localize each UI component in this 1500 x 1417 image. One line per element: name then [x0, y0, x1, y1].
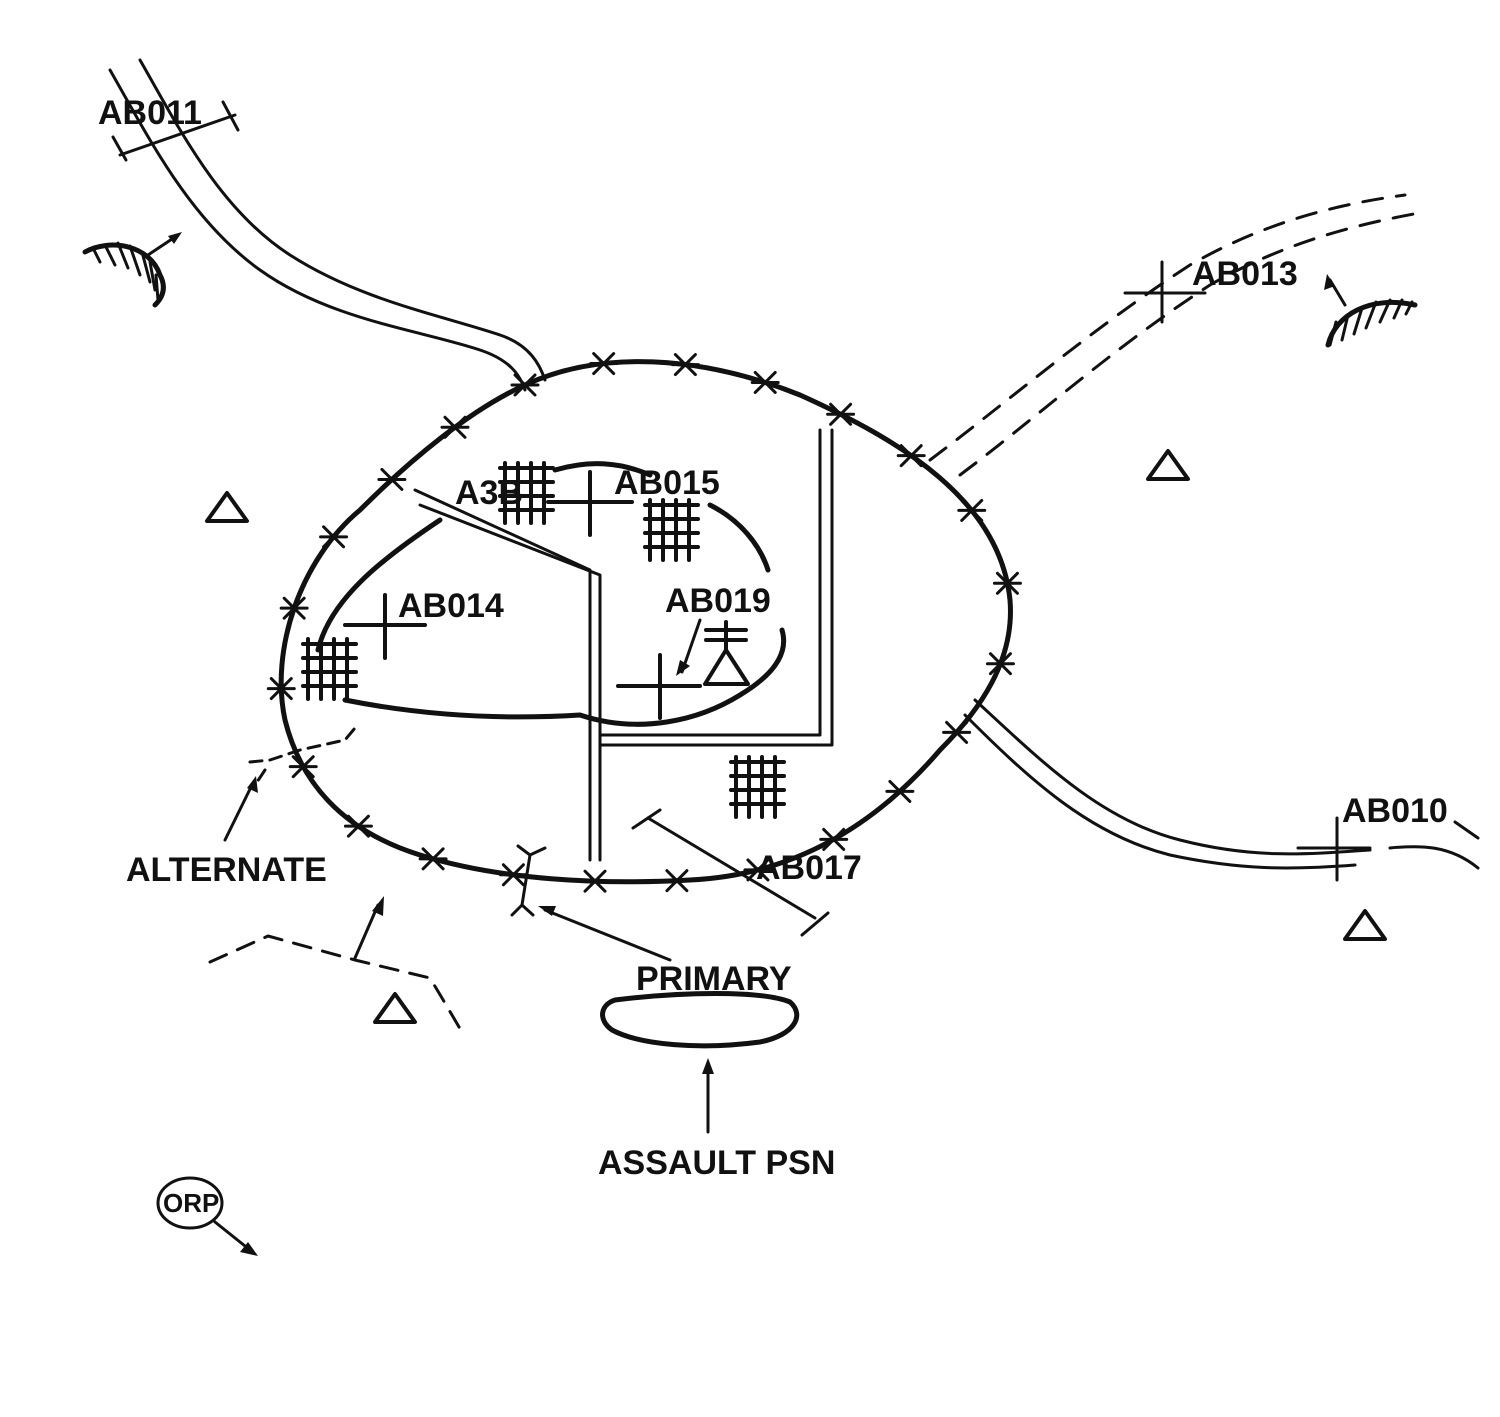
wire-barb-icon	[343, 814, 373, 838]
checkpoint-ab014	[343, 593, 427, 660]
wire-barb-icon	[662, 869, 692, 893]
wire-barb-icon	[819, 827, 849, 851]
observation-post-icon	[1146, 449, 1190, 481]
building-icon	[301, 637, 358, 701]
observation-post-icon	[205, 491, 249, 523]
label-ab014: AB014	[398, 587, 504, 625]
wire-barb-icon	[743, 858, 773, 882]
wire-barb-icon	[992, 571, 1022, 595]
building-icon	[643, 498, 700, 562]
label-ab019: AB019	[665, 582, 771, 620]
wire-barb-icon	[377, 467, 407, 491]
inner-trail	[315, 461, 787, 727]
antenna-icon	[703, 620, 750, 686]
wire-barb-icon	[985, 652, 1015, 676]
label-ab017: AB017	[756, 849, 862, 887]
wire-barb-icon	[498, 863, 528, 887]
checkpoint-ab015	[546, 470, 634, 537]
line-ab017	[631, 808, 830, 937]
buildings	[301, 461, 786, 819]
alternate-arrow	[223, 783, 254, 842]
wire-barb-icon	[319, 525, 349, 549]
trail-southwest	[208, 896, 464, 1034]
road-ab010	[963, 698, 1480, 882]
label-primary: PRIMARY	[636, 960, 792, 998]
wire-barb-icon	[826, 402, 856, 426]
ab019-arrowhead	[676, 660, 690, 676]
checkpoint-ab011-bar	[118, 113, 237, 157]
label-ab011: AB011	[98, 94, 202, 132]
enemy-position-west	[82, 232, 182, 308]
wire-barb-icon	[885, 779, 915, 803]
wire-barb-icon	[589, 352, 619, 376]
wire-barb-icon	[510, 373, 540, 397]
checkpoint-ab019	[616, 653, 702, 720]
enemy-position-east	[1324, 274, 1418, 348]
wire-barb-icon	[670, 353, 700, 377]
primary-breach-icon	[510, 844, 547, 917]
label-ab010: AB010	[1342, 792, 1448, 830]
road-ab011	[108, 58, 547, 392]
orp-marker	[156, 1176, 258, 1256]
observation-posts	[205, 449, 1387, 1024]
wire-perimeter	[278, 359, 1013, 885]
building-icon	[729, 755, 786, 819]
alternate-breach-icon	[248, 726, 357, 787]
label-alternate: ALTERNATE	[126, 851, 327, 889]
wire-barb-icon	[418, 847, 448, 871]
label-ab013: AB013	[1192, 255, 1298, 293]
label-ab015: AB015	[614, 464, 720, 502]
wire-barb-icon	[942, 720, 972, 744]
trail-ab013	[928, 193, 1427, 477]
assault-position	[600, 991, 800, 1049]
primary-arrow	[543, 908, 672, 962]
wire-barb-icon	[957, 498, 987, 522]
wire-barb-icon	[279, 596, 309, 620]
wire-barb-icon	[580, 869, 610, 893]
wire-barbs	[266, 352, 1022, 893]
label-a3b: A3B	[455, 474, 523, 512]
inner-road	[413, 428, 834, 862]
label-assault-psn: ASSAULT PSN	[598, 1144, 835, 1182]
wire-barb-icon	[288, 755, 318, 779]
observation-post-icon	[373, 992, 417, 1024]
observation-post-icon	[1343, 909, 1387, 941]
wire-barb-icon	[440, 415, 470, 439]
wire-barb-icon	[750, 370, 780, 394]
wire-barb-icon	[896, 444, 926, 468]
building-icon	[498, 461, 555, 525]
label-orp: ORP	[163, 1188, 219, 1218]
wire-barb-icon	[266, 677, 296, 701]
